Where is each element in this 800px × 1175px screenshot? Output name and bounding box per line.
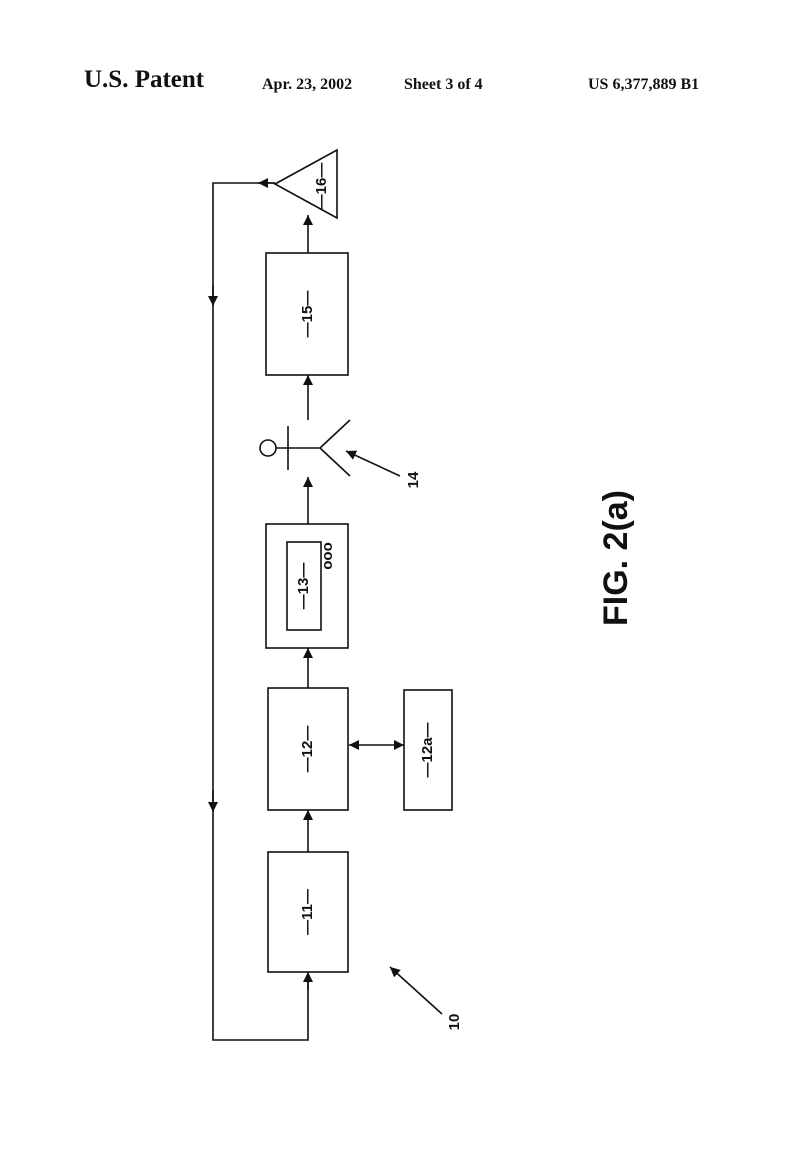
label-block-16: —16— [313,163,330,210]
leader-arrow-14 [346,451,400,476]
label-block-15: —15— [299,291,316,338]
ref-label-10: 10 [446,1014,463,1031]
figure-label: FIG. 2(a) [597,490,635,626]
label-block-12a: —12a— [419,722,436,777]
ref-label-14: 14 [405,471,422,488]
label-block-13: —13— [295,563,312,610]
block-13-indicator-lights: ooo [319,542,336,570]
feedback-loop-line [213,183,308,1040]
label-block-11: —11— [299,889,316,935]
user-figure-icon [260,420,350,476]
label-block-12: —12— [299,726,316,773]
leader-arrow-10 [390,967,442,1014]
